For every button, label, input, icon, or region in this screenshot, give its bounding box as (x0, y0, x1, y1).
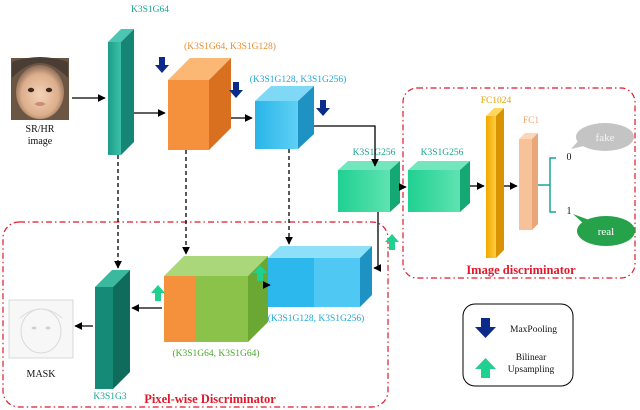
skip-connections (114, 149, 293, 269)
input-image (11, 57, 69, 120)
maxpool-arrow-down-icon (229, 82, 243, 98)
conv5-block (408, 161, 470, 212)
pixel-discriminator-frame (2, 221, 389, 408)
maxpool-arrows (155, 57, 330, 116)
out-block (95, 270, 130, 389)
output-one: 1 (567, 206, 572, 217)
real-label: real (598, 226, 614, 238)
mask-label: MASK (27, 369, 57, 380)
legend-upsample-icon (475, 358, 496, 378)
conv3-block (255, 86, 314, 149)
up2-label: (K3S1G64, K3S1G64) (172, 348, 259, 359)
upsample-arrows (151, 234, 399, 301)
fake-label: fake (596, 132, 615, 144)
up1-block (268, 246, 372, 307)
conv1-block (108, 29, 134, 155)
fc1024-label: FC1024 (481, 96, 512, 106)
pixel-discriminator-title: Pixel-wise Discriminator (144, 392, 276, 406)
legend-maxpool-icon (475, 318, 496, 338)
image-discriminator-frame (402, 87, 636, 279)
conv5-label: K3S1G256 (421, 148, 464, 158)
maxpool-arrow-down-icon (155, 57, 169, 73)
maxpool-arrow-down-icon (316, 100, 330, 116)
upsample-arrow-up-icon (385, 234, 399, 250)
up2-block (164, 256, 268, 342)
real-bubble (573, 214, 635, 246)
legend-upsample-line1: Bilinear (516, 353, 547, 363)
upsample-arrow-up-icon (253, 265, 267, 281)
conv2-block (168, 58, 231, 150)
conv2-label: (K3S1G64, K3S1G128) (184, 41, 276, 52)
conv1-label: K3S1G64 (131, 5, 169, 15)
fc1024-block (486, 108, 504, 258)
conv4-label: K3S1G256 (353, 148, 396, 158)
fc1-block (519, 133, 538, 230)
conv4-block (338, 161, 400, 212)
image-discriminator-title: Image discriminator (466, 263, 576, 277)
out-label: K3S1G3 (93, 392, 127, 402)
mask-image (8, 299, 74, 359)
upsample-arrow-up-icon (151, 285, 165, 301)
input-label-line1: SR/HR (26, 124, 55, 135)
legend-upsample-line2: Upsampling (508, 365, 555, 375)
legend-maxpool-label: MaxPooling (510, 325, 557, 335)
fake-bubble (571, 123, 634, 151)
forward-arrows (72, 94, 518, 330)
up1-label: (K3S1G128, K3S1G256) (268, 313, 365, 324)
output-bracket (538, 157, 556, 213)
output-zero: 0 (567, 152, 572, 163)
fc1-label: FC1 (523, 116, 540, 126)
conv3-label: (K3S1G128, K3S1G256) (250, 74, 347, 85)
input-label-line2: image (28, 136, 53, 147)
